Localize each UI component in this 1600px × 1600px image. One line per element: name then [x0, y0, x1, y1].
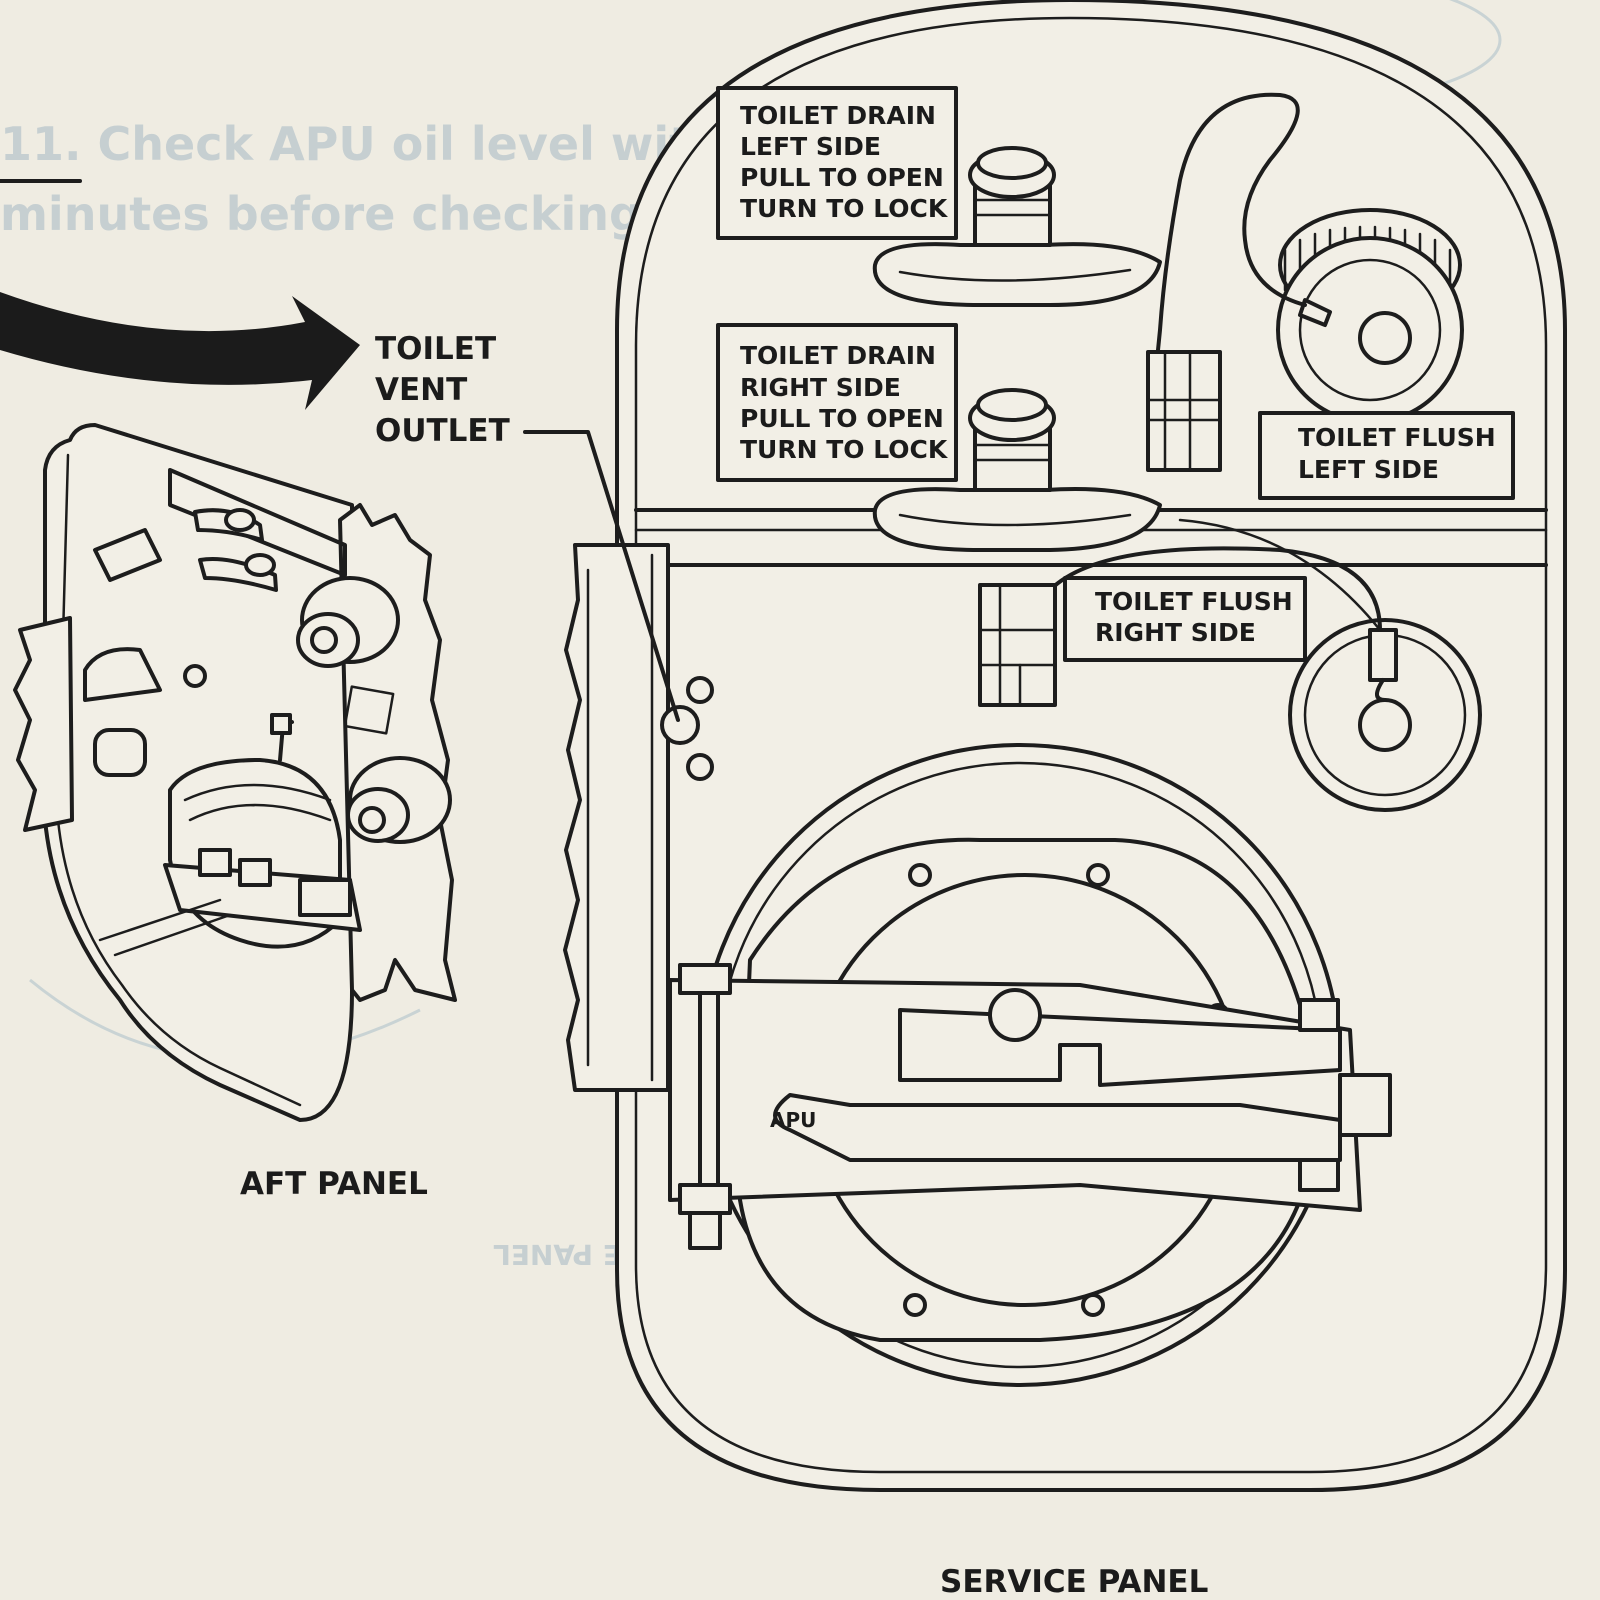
vent-outlet-label: TOILET VENT OUTLET [375, 331, 510, 449]
drain-right-line1: TOILET DRAIN [740, 341, 936, 370]
aft-panel-label: AFT PANEL [240, 1166, 428, 1202]
vent-outlet-line1: TOILET [375, 331, 496, 367]
aft-panel [13, 423, 457, 1122]
drain-left-line4: TURN TO LOCK [740, 194, 949, 223]
flush-cap-right [1023, 518, 1482, 812]
flush-left-placard [1258, 411, 1515, 500]
flush-right-line1: TOILET FLUSH [1095, 587, 1293, 616]
vent-outlet-line2: VENT [375, 372, 467, 408]
flush-right-line2: RIGHT SIDE [1095, 618, 1256, 647]
vent-outlet-line3: OUTLET [375, 413, 510, 449]
drain-right-line2: RIGHT SIDE [740, 373, 901, 402]
service-panel-label: SERVICE PANEL [940, 1564, 1208, 1600]
location-arrow [0, 292, 360, 410]
drain-left-line1: TOILET DRAIN [740, 101, 936, 130]
placard-drain-right: TOILET DRAIN RIGHT SIDE PULL TO OPEN TUR… [740, 341, 949, 464]
flush-right-placard [1063, 576, 1307, 662]
drain-right-line4: TURN TO LOCK [740, 435, 949, 464]
drain-handle-left [872, 146, 1162, 307]
vent-outlet-leader [523, 430, 680, 722]
flush-cap-left [1148, 92, 1464, 432]
door-marking: APU [770, 1108, 816, 1132]
service-panel: APU [563, 0, 1567, 1492]
drain-left-placard [716, 86, 958, 240]
flush-left-line2: LEFT SIDE [1298, 455, 1439, 484]
placard-drain-left: TOILET DRAIN LEFT SIDE PULL TO OPEN TURN… [740, 101, 949, 223]
show-through-text-1: 11. Check APU oil level with [0, 117, 724, 171]
drain-left-line2: LEFT SIDE [740, 132, 881, 161]
placard-flush-right: TOILET FLUSH RIGHT SIDE [1095, 587, 1293, 647]
drain-handle-right [872, 388, 1162, 552]
drain-left-line3: PULL TO OPEN [740, 163, 944, 192]
flush-left-line1: TOILET FLUSH [1298, 423, 1496, 452]
drain-right-line3: PULL TO OPEN [740, 404, 944, 433]
drain-right-placard [716, 323, 958, 482]
placard-flush-left: TOILET FLUSH LEFT SIDE [1298, 423, 1496, 484]
show-through-text-2: minutes before checking oil [0, 187, 721, 241]
door-latch-arm: APU [668, 963, 1392, 1250]
